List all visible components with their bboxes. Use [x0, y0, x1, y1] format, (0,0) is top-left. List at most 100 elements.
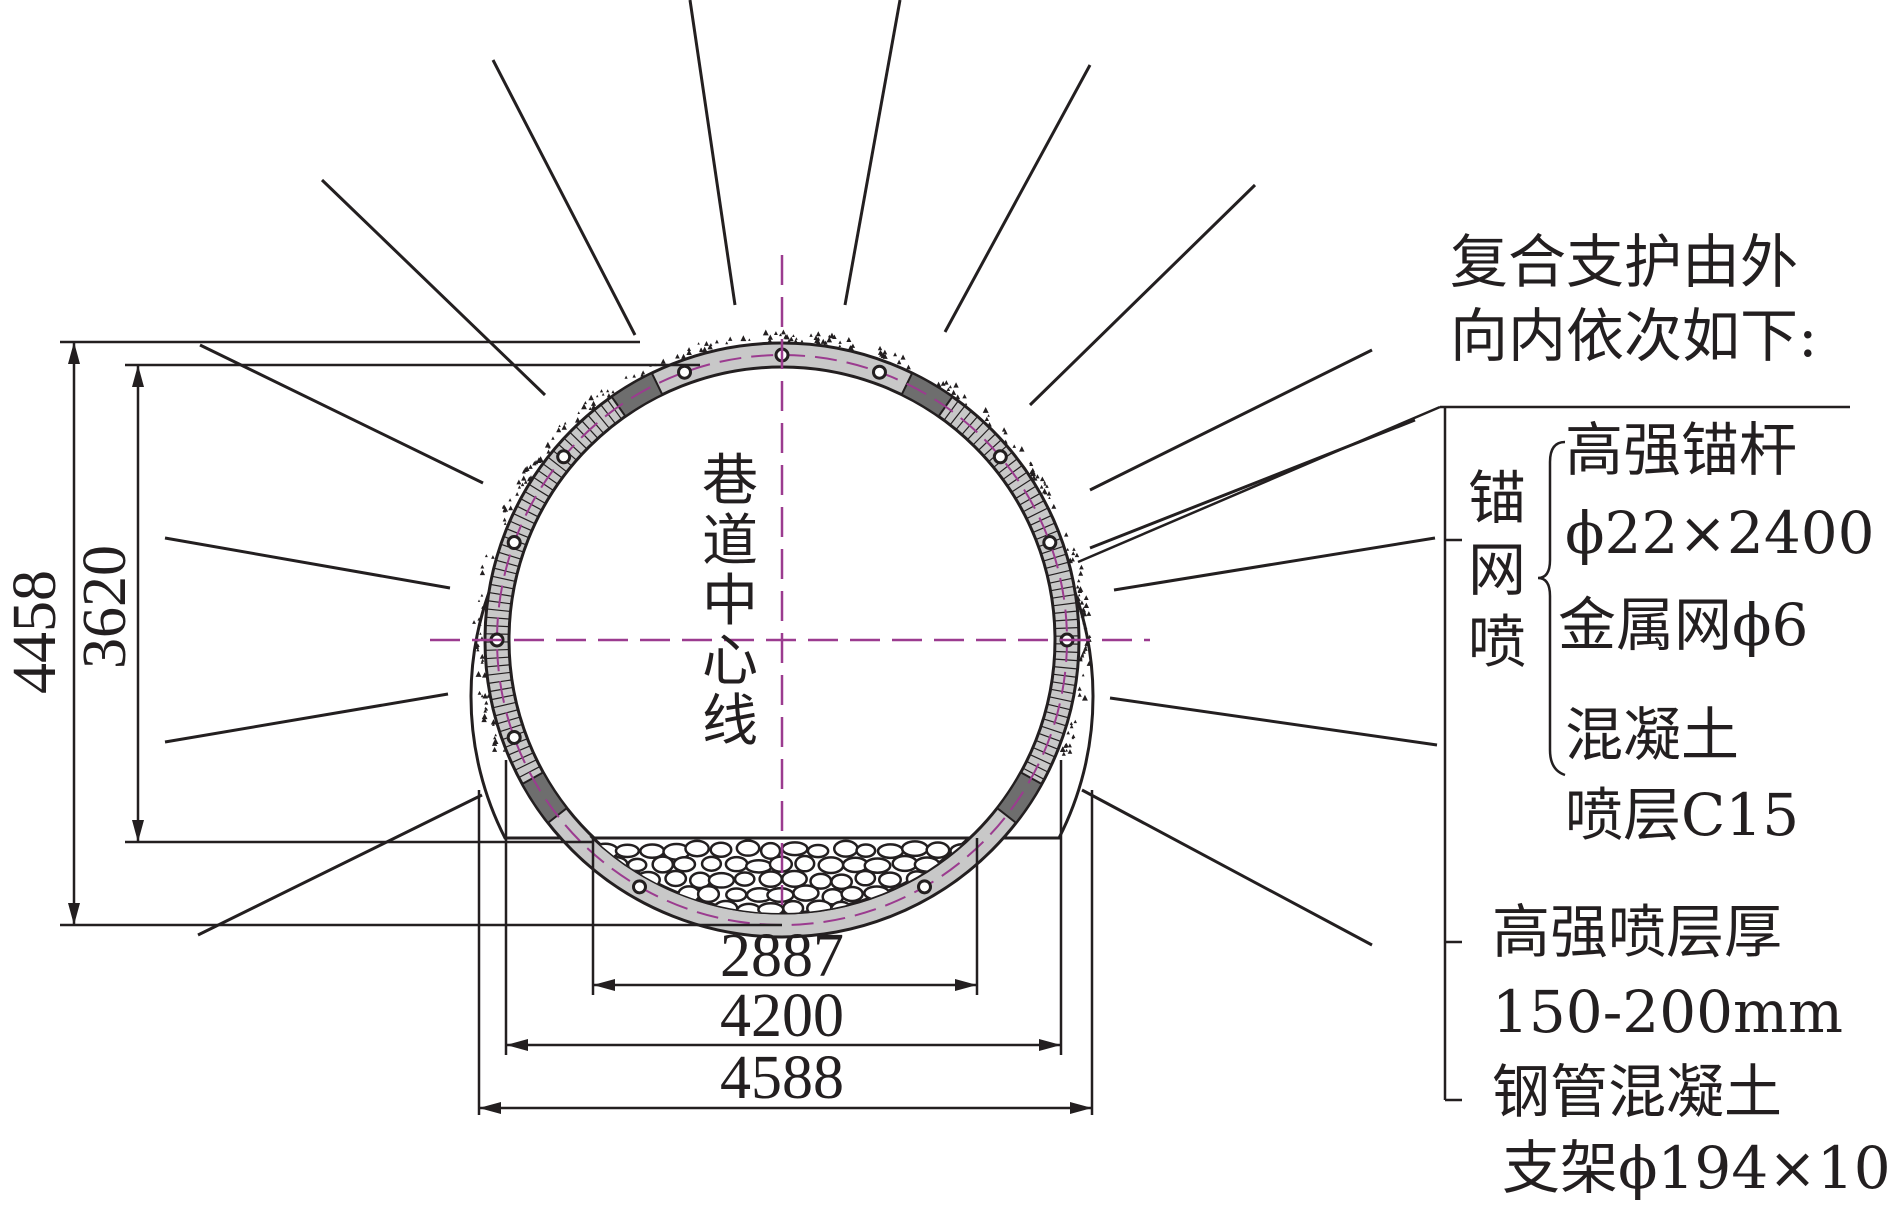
dim-width-outer: 4588	[720, 1044, 844, 1112]
hatch-line	[488, 671, 510, 676]
speckle	[1082, 621, 1086, 625]
speckle	[1086, 611, 1092, 616]
speckle	[517, 485, 522, 489]
speckle	[484, 554, 488, 558]
speckle	[492, 746, 498, 752]
speckle	[1081, 652, 1085, 656]
shotcrete-spec: 喷层C15	[1565, 781, 1799, 849]
mesh-label: 金属网ϕ6	[1558, 591, 1808, 659]
speckle	[479, 632, 482, 635]
speckle	[1082, 649, 1086, 652]
speckle	[641, 370, 646, 375]
hatch-line	[1041, 725, 1064, 735]
ballast-stone	[794, 854, 816, 873]
speckle	[896, 359, 902, 365]
ballast-stone	[854, 869, 877, 887]
speckle	[1079, 608, 1083, 612]
hatch-line	[1048, 569, 1070, 577]
hatch-line	[594, 410, 610, 429]
speckle	[596, 394, 599, 398]
centerline-label: 巷 道 中 心 线	[702, 449, 758, 754]
speckle	[478, 622, 482, 626]
ballast-stone	[926, 902, 953, 914]
speckle	[606, 389, 610, 393]
hatch-line	[515, 759, 536, 771]
ballast-stone	[781, 899, 805, 914]
centerline-char-1: 巷	[702, 449, 758, 514]
speckle	[481, 658, 485, 662]
ballast-stone	[707, 871, 736, 889]
bolt-heads	[489, 347, 1075, 895]
speckle	[1081, 612, 1085, 617]
speckle	[944, 380, 949, 385]
speckle	[516, 479, 522, 485]
speckle	[492, 738, 499, 745]
dimension-values: 4458 3620 2887 4200 4588	[1, 545, 844, 1112]
shotcrete-label: 混凝土	[1565, 701, 1739, 769]
ballast-stone	[900, 840, 929, 858]
ballast-stone	[891, 854, 919, 873]
ballast-stone	[672, 856, 697, 873]
speckle	[481, 713, 488, 720]
ballast-stone	[696, 885, 721, 904]
speckle	[1012, 444, 1017, 448]
speckle	[484, 700, 489, 705]
speckle	[546, 449, 551, 454]
speckle	[982, 406, 989, 413]
speckle	[820, 338, 826, 344]
group-char-1: 锚	[1468, 464, 1526, 532]
speckle	[1079, 564, 1084, 570]
speckle	[1040, 476, 1045, 482]
speckle	[788, 336, 794, 342]
dim-height-outer: 4458	[1, 570, 69, 694]
ballast-stone	[863, 857, 892, 874]
speckle	[477, 690, 482, 695]
bolt-head	[506, 535, 522, 551]
ballast-stone	[840, 885, 864, 903]
speckle	[475, 670, 482, 677]
speckle	[1080, 606, 1087, 613]
ballast-stone	[792, 884, 820, 902]
speckle	[1071, 551, 1076, 556]
speckle	[1086, 641, 1090, 645]
speckle	[681, 353, 687, 359]
speckle	[704, 340, 709, 346]
speckle	[906, 364, 911, 370]
ballast-stone	[700, 855, 723, 872]
speckle	[1034, 477, 1038, 481]
speckle	[1066, 547, 1070, 551]
speckle	[660, 358, 666, 364]
speckle	[483, 708, 488, 713]
ballast-stone	[733, 871, 756, 887]
speckle	[502, 506, 509, 512]
speckle	[1051, 503, 1057, 509]
rock-bolt	[1081, 788, 1373, 947]
speckle	[563, 421, 567, 425]
speckle	[551, 436, 555, 440]
rock-bolt	[688, 0, 737, 306]
ballast-stone	[758, 870, 784, 889]
speckle	[588, 406, 592, 410]
speckle	[1043, 482, 1047, 486]
speckle	[480, 660, 484, 664]
speckle	[940, 381, 946, 386]
ballast-stone	[651, 855, 675, 874]
ballast-stone	[925, 841, 951, 859]
hatch-line	[492, 575, 515, 582]
speckle	[893, 352, 898, 357]
speckle	[1064, 742, 1069, 748]
centerline-char-3: 中	[702, 569, 758, 634]
speckle	[494, 733, 497, 737]
speckle	[481, 605, 485, 609]
centerline-char-4: 心	[702, 629, 758, 694]
speckle	[472, 620, 476, 624]
speckle	[1059, 746, 1066, 752]
speckle	[1001, 427, 1007, 432]
speckle	[1064, 532, 1069, 537]
speckle	[528, 464, 533, 469]
rock-bolt	[320, 178, 547, 397]
hatch-line	[513, 513, 535, 524]
speckle	[480, 564, 485, 569]
speckle	[491, 555, 495, 559]
ballast-stone	[817, 856, 845, 875]
